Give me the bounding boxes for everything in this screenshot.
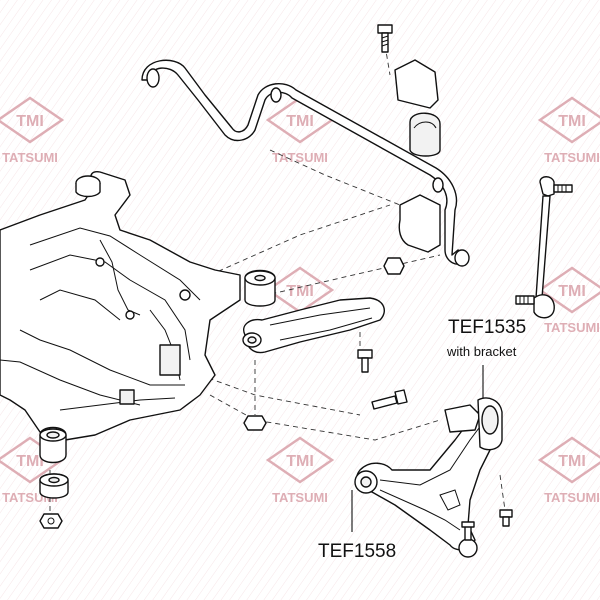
watermark-logo: TMI TATSUMI (0, 96, 65, 165)
ball-joint (458, 521, 478, 558)
watermark-name: TATSUMI (544, 490, 600, 505)
nut-icon (39, 513, 63, 529)
lower-control-arm (354, 402, 501, 551)
assembly-line (499, 474, 506, 511)
watermark-name: TATSUMI (272, 150, 328, 165)
watermark-brand: TMI (16, 453, 44, 470)
assembly-line (244, 254, 441, 301)
watermark-brand: TMI (558, 283, 586, 300)
bolt-icon (371, 389, 408, 410)
upper-arm-mount-bushing (244, 269, 276, 307)
part-note-label-1: with bracket (446, 344, 517, 359)
watermark-brand: TMI (286, 113, 314, 130)
watermark-logo: TMI TATSUMI (265, 96, 335, 165)
stabilizer-bushing-bracket (394, 59, 441, 253)
subframe-mount (159, 344, 181, 376)
subframe-bushing (39, 426, 67, 464)
bar-end (454, 249, 470, 267)
watermark-brand: TMI (286, 283, 314, 300)
assembly-line (199, 374, 361, 416)
part-code-label-1: TEF1535 (448, 317, 526, 338)
stabilizer-link (515, 176, 573, 319)
stabilizer-bar (141, 59, 470, 267)
watermark-brand: TMI (16, 113, 44, 130)
bar-clip (270, 87, 282, 103)
arm-bracket (444, 397, 503, 451)
subframe-bushing-lower (39, 473, 69, 499)
subframe (0, 171, 241, 441)
bar-clip (432, 177, 444, 193)
part-code-label-2: TEF1558 (318, 541, 396, 562)
bolt-hole (179, 289, 191, 301)
watermark-brand: TMI (558, 453, 586, 470)
watermark-logo: TMI TATSUMI (537, 96, 600, 165)
subframe-top-mount (75, 175, 101, 198)
watermark-name: TATSUMI (544, 320, 600, 335)
nut-icon (383, 257, 405, 275)
watermark-name: TATSUMI (544, 150, 600, 165)
bolt-hole (95, 257, 105, 267)
nut-icon (243, 415, 267, 431)
assembly-line (209, 394, 441, 441)
watermark-name: TATSUMI (2, 150, 58, 165)
upper-control-arm (242, 297, 386, 354)
bolt-icon (499, 509, 513, 527)
watermark-logo: TMI TATSUMI (537, 266, 600, 335)
bolt-icon (377, 24, 393, 53)
watermark-logo: TMI TATSUMI (265, 436, 335, 505)
bar-end (146, 68, 160, 88)
watermark-brand: TMI (558, 113, 586, 130)
watermark-brand: TMI (286, 453, 314, 470)
watermark-logo: TMI TATSUMI (537, 436, 600, 505)
subframe-mount (119, 389, 135, 405)
bolt-hole (125, 310, 135, 320)
bolt-icon (357, 349, 373, 373)
watermark-name: TATSUMI (272, 490, 328, 505)
assembly-line (269, 149, 401, 206)
